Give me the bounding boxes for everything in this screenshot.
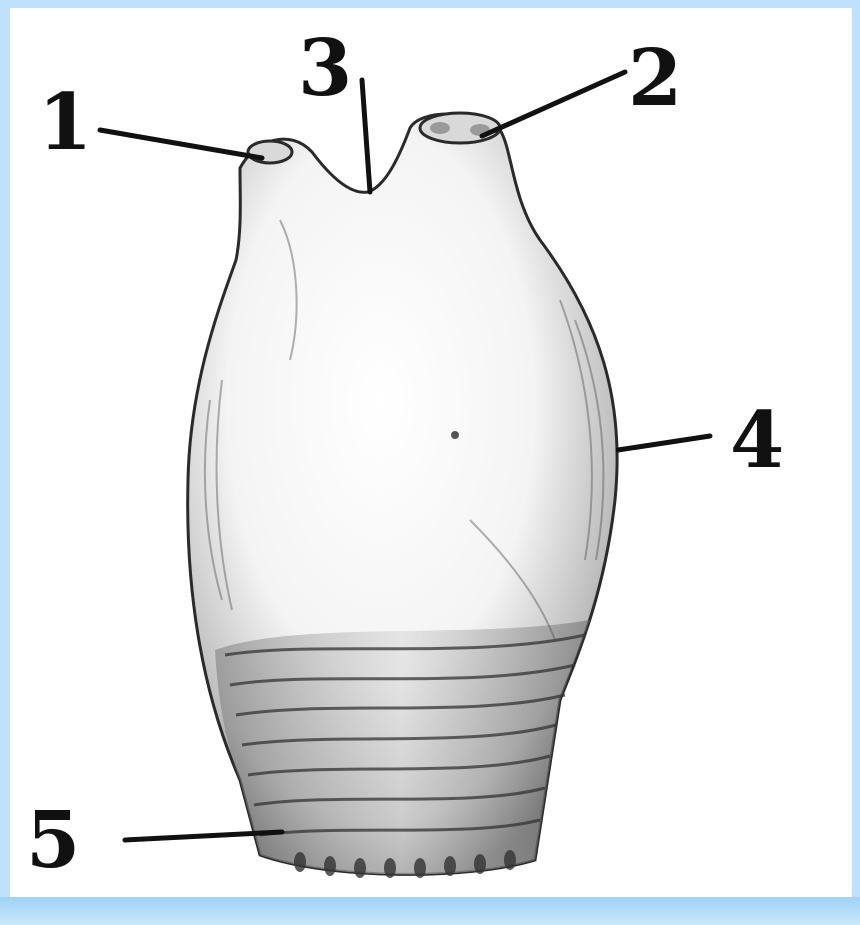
- oral-siphon-opening: [248, 141, 292, 163]
- leader-line-1: [100, 130, 262, 158]
- callout-label-3: 3: [298, 30, 352, 108]
- callout-label-2: 2: [628, 40, 682, 118]
- leader-line-4: [618, 436, 710, 450]
- ringed-base: [215, 620, 590, 874]
- callout-label-4: 4: [730, 402, 784, 480]
- leader-line-3: [362, 80, 370, 192]
- body-spot: [451, 431, 459, 439]
- callout-label-1: 1: [38, 84, 92, 162]
- leader-line-2: [482, 72, 625, 136]
- callout-label-5: 5: [26, 802, 80, 880]
